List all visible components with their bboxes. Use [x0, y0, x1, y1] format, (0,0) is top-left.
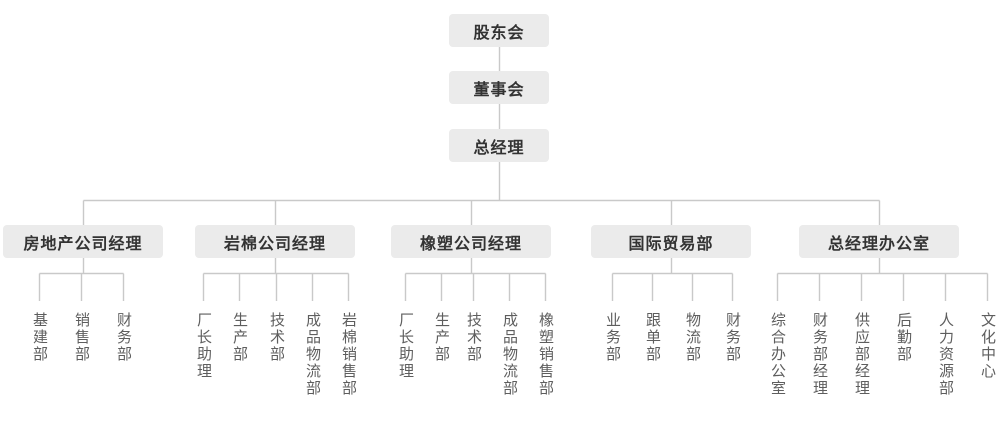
node-board-of-directors: 董事会 — [449, 71, 549, 104]
leaf-dept: 人力资源部 — [937, 312, 954, 397]
leaf-dept: 财务部经理 — [811, 312, 828, 397]
leaf-dept: 生产部 — [231, 312, 248, 363]
leaf-dept: 厂长助理 — [397, 312, 414, 380]
leaf-dept: 基建部 — [31, 312, 48, 363]
branch-international-trade-dept: 国际贸易部 — [591, 225, 751, 258]
leaf-dept: 财务部 — [115, 312, 132, 363]
leaf-dept: 综合办公室 — [769, 312, 786, 397]
branch-rubber-plastic-company-manager: 橡塑公司经理 — [391, 225, 551, 258]
leaf-dept: 供应部经理 — [853, 312, 870, 397]
leaf-dept: 橡塑销售部 — [537, 312, 554, 397]
leaf-dept: 销售部 — [73, 312, 90, 363]
branch-general-manager-office: 总经理办公室 — [799, 225, 959, 258]
leaf-dept: 生产部 — [433, 312, 450, 363]
leaf-dept: 物流部 — [684, 312, 701, 363]
branch-real-estate-company-manager: 房地产公司经理 — [3, 225, 163, 258]
leaf-dept: 业务部 — [604, 312, 621, 363]
leaf-dept: 文化中心 — [979, 312, 996, 380]
leaf-dept: 岩棉销售部 — [340, 312, 357, 397]
node-general-manager: 总经理 — [449, 129, 549, 162]
leaf-dept: 技术部 — [465, 312, 482, 363]
leaf-dept: 成品物流部 — [304, 312, 321, 397]
leaf-dept: 跟单部 — [644, 312, 661, 363]
leaf-dept: 后勤部 — [895, 312, 912, 363]
leaf-dept: 成品物流部 — [501, 312, 518, 397]
branch-rock-wool-company-manager: 岩棉公司经理 — [195, 225, 355, 258]
leaf-dept: 技术部 — [268, 312, 285, 363]
node-shareholders-meeting: 股东会 — [449, 14, 549, 47]
leaf-dept: 财务部 — [724, 312, 741, 363]
leaf-dept: 厂长助理 — [195, 312, 212, 380]
